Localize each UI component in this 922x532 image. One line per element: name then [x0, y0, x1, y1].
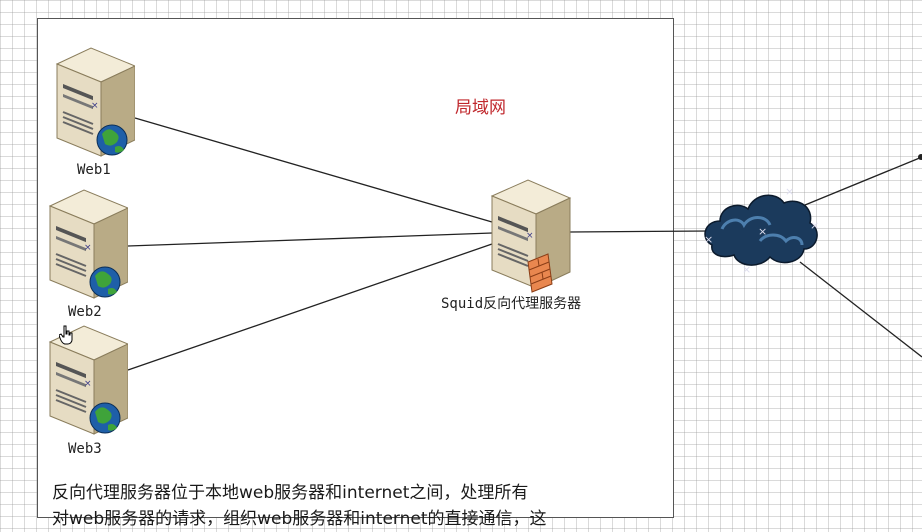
web1-label: Web1	[77, 162, 111, 178]
link-proxy-internet	[569, 230, 711, 233]
svg-text:×: ×	[758, 225, 767, 238]
connection-lines	[127, 117, 922, 371]
hand-cursor-icon	[58, 325, 75, 349]
link-web2-proxy	[127, 232, 493, 247]
link-internet-right-bottom	[799, 261, 922, 358]
web2-label: Web2	[68, 304, 102, 320]
svg-text:×: ×	[526, 231, 534, 241]
web3-label: Web3	[68, 441, 102, 457]
link-web3-proxy	[127, 243, 493, 371]
lan-title: 局域网	[455, 98, 506, 118]
svg-text:×: ×	[84, 243, 92, 253]
link-internet-right-top	[804, 156, 922, 206]
description-text: 反向代理服务器位于本地web服务器和internet之间，处理所有 对web服务…	[52, 480, 667, 532]
web2-server-icon[interactable]: ×	[48, 186, 128, 301]
proxy-server-icon[interactable]: ×	[490, 176, 576, 294]
description-line-2: 对web服务器的请求，组织web服务器和internet的直接通信，这	[52, 509, 547, 529]
internet-cloud-icon[interactable]: × × × × ×	[700, 183, 822, 275]
link-web1-proxy	[134, 117, 493, 223]
description-line-1: 反向代理服务器位于本地web服务器和internet之间，处理所有	[52, 483, 529, 503]
svg-text:×: ×	[91, 101, 99, 111]
proxy-label: Squid反向代理服务器	[441, 296, 582, 312]
diagram-canvas: 局域网 × Web1 ×	[37, 18, 922, 529]
svg-text:×: ×	[785, 185, 794, 198]
svg-text:×: ×	[84, 379, 92, 389]
web3-server-icon[interactable]: ×	[48, 322, 128, 437]
svg-text:×: ×	[704, 233, 713, 246]
web1-server-icon[interactable]: ×	[55, 44, 135, 159]
endpoint-dot	[918, 154, 922, 160]
svg-text:×: ×	[742, 263, 751, 275]
svg-text:×: ×	[810, 219, 819, 232]
